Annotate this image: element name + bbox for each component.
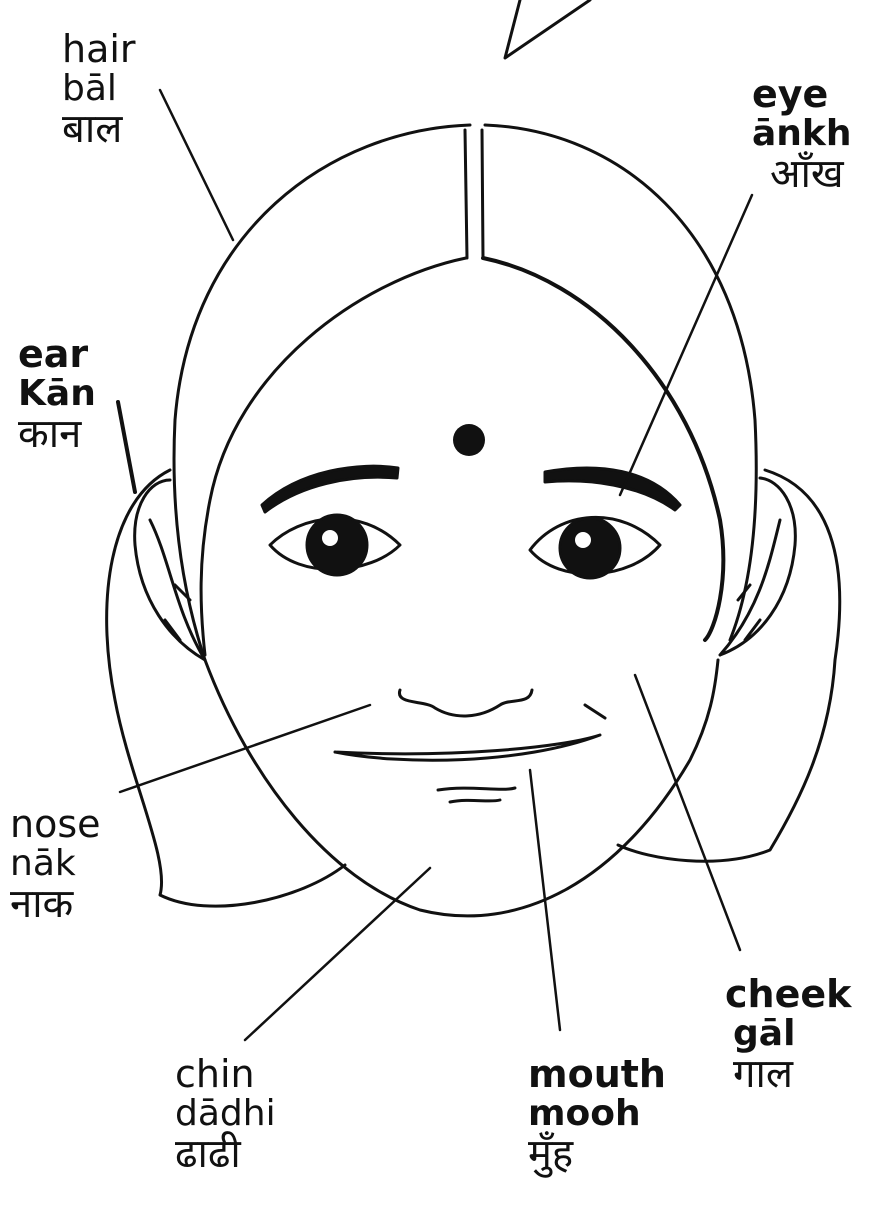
- ear-transliteration: Kān: [18, 375, 96, 413]
- eye-label: eye ānkh आँख: [752, 75, 852, 195]
- leader-lines: [118, 90, 752, 1040]
- right-eyebrow: [545, 468, 680, 510]
- right-iris: [560, 518, 620, 578]
- nose: [399, 690, 532, 716]
- nose-leader: [120, 705, 370, 792]
- hair-english: hair: [62, 30, 136, 70]
- hair-label: hair bāl बाल: [62, 30, 136, 150]
- nose-transliteration: nāk: [10, 845, 101, 883]
- bindi: [453, 424, 485, 456]
- ear-label: ear Kān कान: [18, 335, 96, 455]
- left-iris: [307, 515, 367, 575]
- left-ear: [135, 480, 205, 660]
- chin-english: chin: [175, 1055, 276, 1095]
- left-eye-highlight: [322, 530, 338, 546]
- right-eye-highlight: [575, 532, 591, 548]
- nose-english: nose: [10, 805, 101, 845]
- speech-bubble-pointer: [505, 0, 590, 58]
- hair-hindi: बाल: [62, 108, 136, 150]
- mouth-transliteration: mooh: [528, 1095, 666, 1133]
- chin-label: chin dādhi ढाढी: [175, 1055, 276, 1175]
- hair-outline: [174, 125, 470, 660]
- mouth-label: mouth mooh मुँह: [528, 1055, 666, 1175]
- hairline-right: [483, 258, 723, 640]
- hairline-left: [201, 258, 466, 655]
- mouth-leader: [530, 770, 560, 1030]
- chin-transliteration: dādhi: [175, 1095, 276, 1133]
- hair-part: [465, 130, 483, 258]
- cheek-english: cheek: [725, 975, 851, 1015]
- eye-english: eye: [752, 75, 852, 115]
- eye-transliteration: ānkh: [752, 115, 852, 153]
- cheek-leader: [635, 675, 740, 950]
- mouth: [335, 735, 600, 760]
- chin-hindi: ढाढी: [175, 1133, 276, 1175]
- chin-leader: [245, 868, 430, 1040]
- right-ear: [720, 478, 795, 655]
- mouth-hindi: मुँह: [528, 1133, 666, 1175]
- cheek-hindi: गाल: [725, 1053, 851, 1095]
- mouth-corner: [585, 705, 605, 718]
- hair-transliteration: bāl: [62, 70, 136, 108]
- cheek-label: cheek gāl गाल: [725, 975, 851, 1095]
- ear-leader: [118, 402, 135, 492]
- eye-hindi: आँख: [752, 153, 852, 195]
- hair-leader: [160, 90, 233, 240]
- left-eyebrow: [262, 466, 398, 512]
- nose-label: nose nāk नाक: [10, 805, 101, 925]
- ear-english: ear: [18, 335, 96, 375]
- back-hair-right: [618, 470, 840, 861]
- chin-dimple: [438, 788, 515, 802]
- nose-hindi: नाक: [10, 883, 101, 925]
- hair-outline-right: [485, 125, 756, 640]
- ear-hindi: कान: [18, 413, 96, 455]
- cheek-transliteration: gāl: [725, 1015, 851, 1053]
- mouth-english: mouth: [528, 1055, 666, 1095]
- eye-leader: [620, 195, 752, 495]
